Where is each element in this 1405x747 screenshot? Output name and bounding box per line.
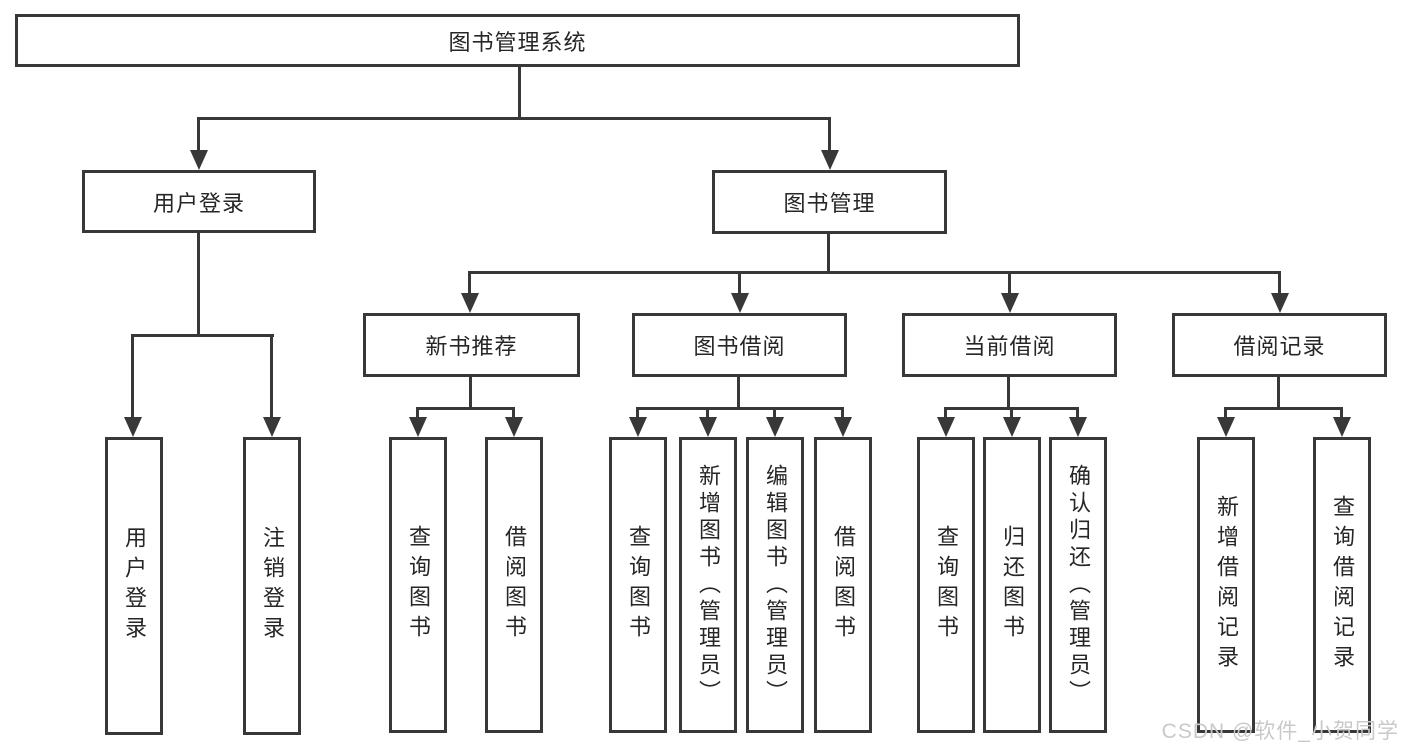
arrow-to-user-login [190,150,208,170]
node-new-book-recommend-label: 新书推荐 [425,334,518,359]
connector-drop-recommend [468,271,471,295]
leaf-borrowing-borrow-books: 借阅图书 [814,437,872,733]
leaf-recommend-borrow-books: 借阅图书 [485,437,543,733]
connector-mgmt-hline [468,271,1281,274]
arrow-to-bor-add [699,417,717,437]
connector-drop-borrowing [738,271,741,295]
arrow-to-recquery [1333,417,1351,437]
leaf-records-add-record-label: 新增借阅记录 [1214,495,1239,675]
arrow-to-rec-borrow [505,417,523,437]
node-user-login: 用户登录 [82,170,316,233]
leaf-borrowing-query-books-label: 查询图书 [626,525,651,645]
connector-borrowing-hline [636,407,844,410]
node-current-borrowing: 当前借阅 [902,313,1117,377]
connector-drop-current [1008,271,1011,295]
leaf-borrowing-edit-books-label: 编辑图书（管理员） [763,463,788,707]
connector-records-hline [1224,407,1343,410]
connector-root-trunk [518,66,521,118]
arrow-to-current [1001,293,1019,313]
node-user-login-label: 用户登录 [152,190,245,216]
connector-recommend-hline [416,407,515,410]
connector-drop-rec-query [416,407,419,419]
leaf-borrowing-add-books: 新增图书（管理员） [679,437,737,733]
leaf-records-query-record: 查询借阅记录 [1313,437,1371,733]
connector-drop-bor-query [636,407,639,419]
node-book-borrowing: 图书借阅 [632,313,847,377]
leaf-user-login-label: 用户登录 [122,526,147,646]
node-current-borrowing-label: 当前借阅 [963,334,1056,359]
connector-drop-leaf-login [131,334,134,418]
connector-root-hline [197,117,831,120]
node-book-borrowing-label: 图书借阅 [693,334,786,359]
arrow-to-cur-query [937,417,955,437]
arrow-to-book-management [821,150,839,170]
arrow-to-recadd [1217,417,1235,437]
arrow-to-leaf-logout [263,417,281,437]
leaf-borrowing-add-books-label: 新增图书（管理员） [696,463,721,707]
csdn-watermark: CSDN @软件_小贺同学 [1161,720,1399,743]
leaf-records-add-record: 新增借阅记录 [1197,437,1255,733]
connector-records-trunk [1277,377,1280,410]
connector-drop-book-management [828,117,831,152]
leaf-logout-label: 注销登录 [260,526,285,646]
leaf-recommend-borrow-books-label: 借阅图书 [502,525,527,645]
node-new-book-recommend: 新书推荐 [363,313,580,377]
connector-drop-cur-return [1010,407,1013,419]
connector-drop-user-login [197,117,200,152]
arrow-to-borrowing [731,293,749,313]
connector-drop-bor-borrow [841,407,844,419]
leaf-borrowing-edit-books: 编辑图书（管理员） [746,437,804,733]
node-book-management: 图书管理 [712,170,947,234]
leaf-current-return-books: 归还图书 [983,437,1041,733]
connector-current-trunk [1007,377,1010,410]
connector-mgmt-trunk [827,234,830,273]
arrow-to-bor-edit [766,417,784,437]
connector-drop-bor-add [706,407,709,419]
connector-borrowing-trunk [737,377,740,410]
node-book-management-label: 图书管理 [783,191,876,216]
leaf-current-return-books-label: 归还图书 [1000,525,1025,645]
leaf-borrowing-query-books: 查询图书 [609,437,667,733]
node-borrowing-records: 借阅记录 [1172,313,1387,377]
connector-drop-recquery [1340,407,1343,419]
leaf-recommend-query-books: 查询图书 [389,437,447,733]
arrow-to-leaf-login [124,417,142,437]
node-root-system-label: 图书管理系统 [448,29,587,55]
connector-drop-cur-confirm [1076,407,1079,419]
connector-login-trunk [197,233,200,336]
leaf-borrowing-borrow-books-label: 借阅图书 [831,525,856,645]
connector-drop-leaf-logout [270,334,273,418]
connector-drop-cur-query [944,407,947,419]
connector-drop-records [1278,271,1281,295]
leaf-current-query-books-label: 查询图书 [934,525,959,645]
connector-drop-bor-edit [773,407,776,419]
arrow-to-bor-query [629,417,647,437]
arrow-to-bor-borrow [834,417,852,437]
connector-drop-rec-borrow [512,407,515,419]
arrow-to-cur-return [1003,417,1021,437]
node-root-system: 图书管理系统 [15,14,1020,67]
leaf-records-query-record-label: 查询借阅记录 [1330,495,1355,675]
connector-login-hline [132,334,274,337]
leaf-current-query-books: 查询图书 [917,437,975,733]
leaf-user-login: 用户登录 [105,437,163,735]
leaf-current-confirm-return-label: 确认归还（管理员） [1066,463,1091,707]
arrow-to-records [1271,293,1289,313]
connector-recommend-trunk [469,377,472,410]
leaf-current-confirm-return: 确认归还（管理员） [1049,437,1107,733]
arrow-to-rec-query [409,417,427,437]
arrow-to-recommend [461,293,479,313]
leaf-logout: 注销登录 [243,437,301,735]
arrow-to-cur-confirm [1069,417,1087,437]
leaf-recommend-query-books-label: 查询图书 [406,525,431,645]
connector-drop-recadd [1224,407,1227,419]
node-borrowing-records-label: 借阅记录 [1233,334,1326,359]
